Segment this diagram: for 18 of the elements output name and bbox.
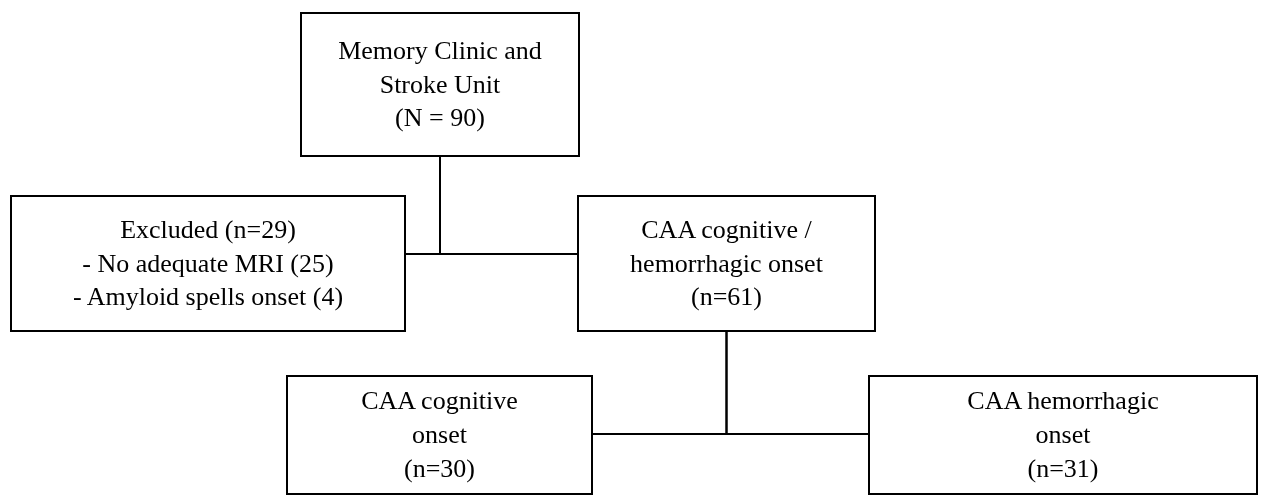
process-box: [286, 375, 593, 495]
connector-line: [439, 156, 578, 255]
process-box: [577, 195, 876, 332]
box-heading: Memory Clinic and Stroke Unit: [337, 34, 543, 101]
process-box: [868, 375, 1258, 495]
box-heading: CAA hemorrhagic onset: [966, 385, 1160, 452]
box-text: (n=30): [404, 452, 475, 485]
box-text: - No adequate MRI (25): [82, 247, 334, 280]
box-heading: CAA cognitive onset: [360, 385, 519, 452]
box-text: - Amyloid spells onset (4): [72, 281, 344, 314]
box-heading: Excluded (n=29): [120, 213, 296, 246]
box-text: (n=61): [691, 281, 762, 314]
box-heading: CAA cognitive / hemorrhagic onset: [629, 213, 824, 280]
process-box: [10, 195, 406, 332]
box-text: (N = 90): [395, 102, 485, 135]
connector-line: [725, 331, 869, 435]
process-box: [300, 12, 580, 157]
box-text: (n=31): [1027, 452, 1099, 485]
